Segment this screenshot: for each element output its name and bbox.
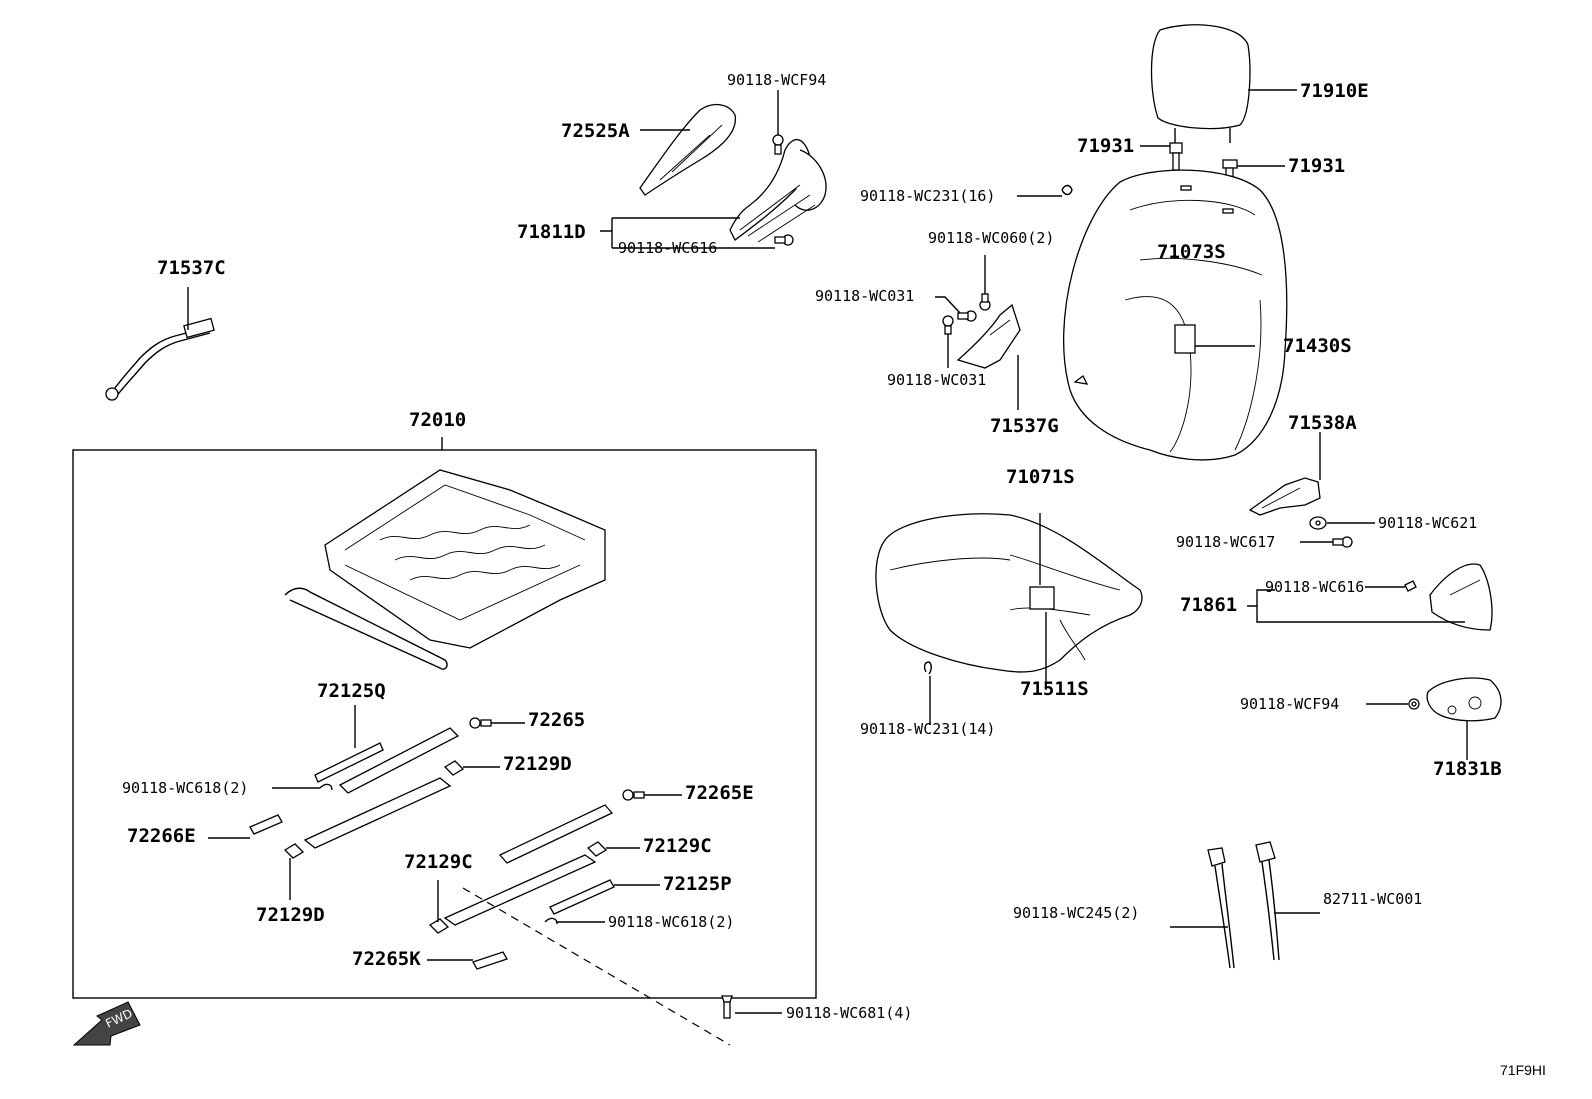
label-72125P: 72125P: [663, 873, 732, 895]
headrest-support-left[interactable]: [1169, 142, 1183, 171]
label-71537C: 71537C: [157, 257, 226, 279]
label-71910E: 71910E: [1300, 80, 1369, 102]
label-WC616-right: 90118-WC616: [1265, 578, 1364, 596]
seat-frame-72010[interactable]: [284, 469, 606, 670]
label-71931-left: 71931: [1077, 135, 1134, 157]
label-72265E: 72265E: [685, 782, 754, 804]
plate-72265K[interactable]: [472, 951, 508, 970]
label-WC617: 90118-WC617: [1176, 533, 1275, 551]
seatback-cover-part[interactable]: [1063, 169, 1288, 461]
dashed-guide: [462, 887, 731, 1046]
label-72266E: 72266E: [127, 825, 196, 847]
washer-WC621[interactable]: [1309, 516, 1327, 530]
frame-assembly-box: [72, 449, 817, 999]
bolt-WCF94-top[interactable]: [772, 134, 784, 155]
cap-72129D-top[interactable]: [443, 760, 465, 776]
cable-tie-WC245[interactable]: [1207, 847, 1235, 969]
bolt-72265[interactable]: [469, 717, 492, 729]
label-WC618-right: 90118-WC618(2): [608, 913, 734, 931]
clip-WC231-14[interactable]: [923, 661, 932, 675]
label-71538A: 71538A: [1288, 412, 1357, 434]
bolt-WC617[interactable]: [1332, 536, 1353, 548]
label-71071S: 71071S: [1006, 466, 1075, 488]
bracket-71537G[interactable]: [956, 303, 1021, 369]
rail-lower-left[interactable]: [303, 777, 452, 849]
label-72525A: 72525A: [561, 120, 630, 142]
label-71811D: 71811D: [517, 221, 586, 243]
label-71511S: 71511S: [1020, 678, 1089, 700]
label-72129D-top: 72129D: [503, 753, 572, 775]
label-72265: 72265: [528, 709, 585, 731]
bolt-WC616-top[interactable]: [774, 234, 794, 246]
clip-WC616-right[interactable]: [1404, 580, 1417, 592]
label-WCF94-right: 90118-WCF94: [1240, 695, 1339, 713]
clip-WC618-left[interactable]: [319, 783, 333, 791]
label-72129C-left: 72129C: [404, 851, 473, 873]
label-WC231-14: 90118-WC231(14): [860, 720, 995, 738]
label-71831B: 71831B: [1433, 758, 1502, 780]
cap-72129C-left[interactable]: [428, 918, 450, 934]
headrest-part[interactable]: [1150, 24, 1251, 143]
rail-upper-left[interactable]: [338, 727, 460, 794]
cap-72129D-bottom[interactable]: [283, 843, 305, 859]
label-WC031-b: 90118-WC031: [887, 371, 986, 389]
label-71430S: 71430S: [1283, 335, 1352, 357]
rail-lower-right[interactable]: [443, 854, 597, 926]
bolt-72265E[interactable]: [622, 789, 645, 801]
label-72125Q: 72125Q: [317, 680, 386, 702]
label-71537G: 71537G: [990, 415, 1059, 437]
clip-WC231-16[interactable]: [1061, 184, 1073, 196]
label-WC681: 90118-WC681(4): [786, 1004, 912, 1022]
bolt-WCF94-right[interactable]: [1408, 698, 1420, 710]
cover-72525A[interactable]: [639, 103, 737, 196]
cap-72129C-right[interactable]: [586, 841, 608, 857]
label-82711-WC001: 82711-WC001: [1323, 890, 1422, 908]
diagram-code: 71F9HI: [1500, 1062, 1546, 1078]
lever-71538A[interactable]: [1248, 477, 1321, 516]
seat-cushion-part[interactable]: [875, 513, 1143, 673]
label-WC060: 90118-WC060(2): [928, 229, 1054, 247]
bolt-WC031-a[interactable]: [957, 310, 977, 322]
label-WC618-left: 90118-WC618(2): [122, 779, 248, 797]
clip-WC618-right[interactable]: [544, 917, 558, 925]
rail-72125Q[interactable]: [314, 742, 384, 783]
label-72129D-bottom: 72129D: [256, 904, 325, 926]
label-WC616-top: 90118-WC616: [618, 239, 717, 257]
clip-82711-WC001[interactable]: [1255, 841, 1280, 961]
bolt-WC031-b[interactable]: [942, 315, 954, 335]
label-72010: 72010: [409, 409, 466, 431]
bolt-WC060[interactable]: [979, 293, 991, 311]
label-72265K: 72265K: [352, 948, 421, 970]
cover-71861[interactable]: [1429, 563, 1493, 631]
label-71861: 71861: [1180, 594, 1237, 616]
label-WCF94-top: 90118-WCF94: [727, 71, 826, 89]
rail-upper-right[interactable]: [498, 804, 614, 864]
rail-72125P[interactable]: [549, 879, 615, 915]
fwd-arrow-icon: [72, 1001, 141, 1046]
bolt-WC681[interactable]: [721, 995, 733, 1019]
plate-72266E[interactable]: [249, 814, 283, 835]
label-WC231-16: 90118-WC231(16): [860, 187, 995, 205]
hinge-71811D[interactable]: [729, 138, 827, 243]
label-71073S: 71073S: [1157, 241, 1226, 263]
label-WC621: 90118-WC621: [1378, 514, 1477, 532]
label-WC245: 90118-WC245(2): [1013, 904, 1139, 922]
cover-71831B[interactable]: [1426, 677, 1502, 722]
label-71931-right: 71931: [1288, 155, 1345, 177]
wire-71537C[interactable]: [105, 317, 215, 401]
label-WC031-a: 90118-WC031: [815, 287, 914, 305]
label-72129C-right: 72129C: [643, 835, 712, 857]
